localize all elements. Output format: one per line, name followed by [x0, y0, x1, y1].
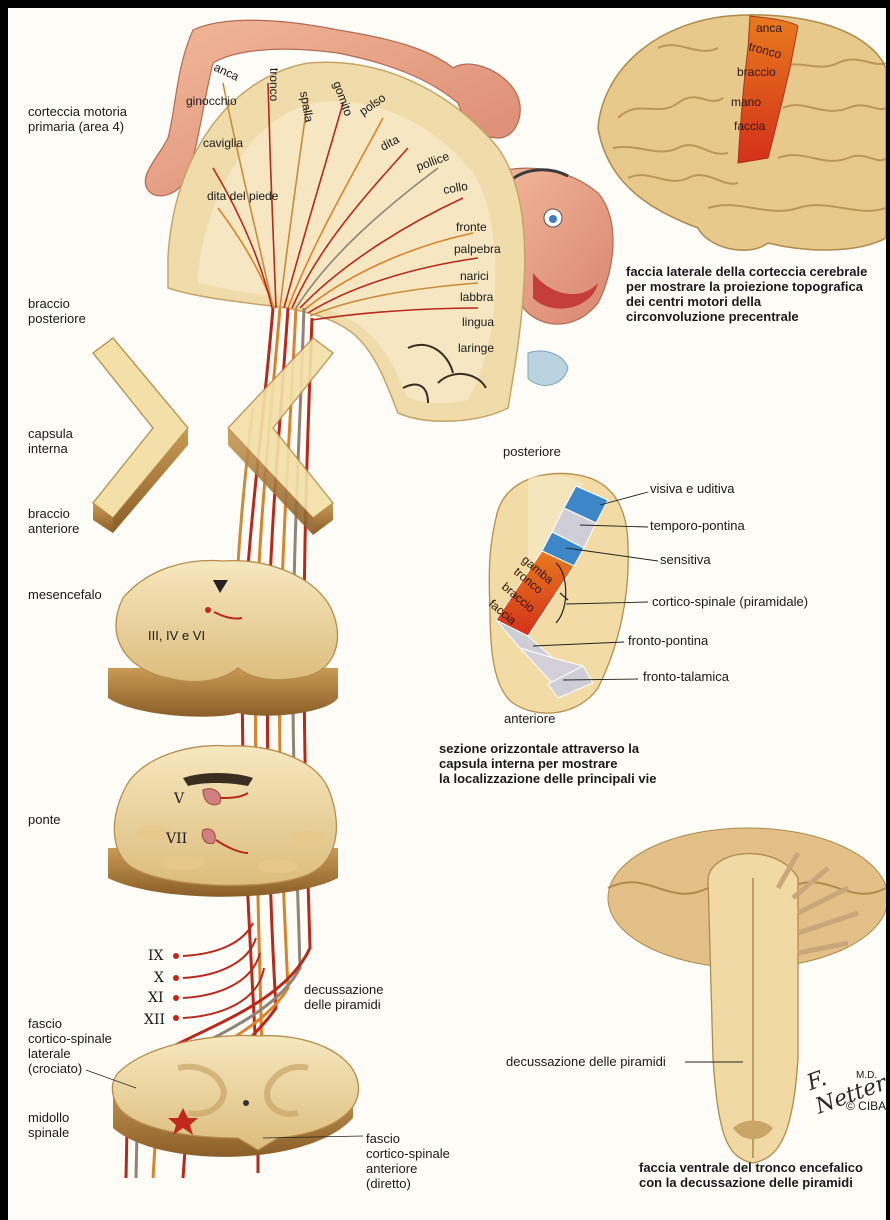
label-dita-piede: dita del piede: [207, 189, 279, 203]
pons-section: [108, 745, 338, 896]
brainstem-caption: faccia ventrale del tronco encefalico co…: [639, 1160, 863, 1190]
label-braccio-anteriore: braccio anteriore: [28, 506, 79, 536]
label-capsula-interna: capsula interna: [28, 426, 73, 456]
brain-label-mano: mano: [731, 95, 761, 109]
illustration-canvas: anca tronco spalla gomito polso ginocchi…: [8, 8, 886, 1220]
label-caviglia: caviglia: [203, 136, 243, 150]
label-fascio-laterale: fascio cortico-spinale laterale (crociat…: [28, 1016, 112, 1076]
cranial-nerve-arrows: [183, 923, 264, 1018]
label-tronco: tronco: [267, 68, 281, 102]
label-fascio-anteriore: fascio cortico-spinale anteriore (dirett…: [366, 1131, 450, 1191]
capsule-label-anteriore: anteriore: [504, 711, 555, 726]
brain-lateral-caption: faccia laterale della corteccia cerebral…: [626, 264, 867, 324]
nucleus-label-x: X: [154, 970, 164, 986]
mesencephalon-section: [108, 560, 338, 716]
pyramidal-tract-illustration: anca tronco spalla gomito polso ginocchi…: [8, 8, 886, 1220]
pathway-temporo-pontina: temporo-pontina: [650, 518, 745, 533]
nucleus-label-xii: XII: [144, 1012, 165, 1028]
brain-label-anca: anca: [756, 21, 782, 35]
label-fronte: fronte: [456, 220, 487, 234]
larynx: [528, 351, 568, 385]
brain-label-faccia: faccia: [734, 119, 766, 133]
spinal-cord-section: [112, 1035, 358, 1156]
signature-copyright: © CIBA: [846, 1099, 886, 1114]
cranial-nerve-nuclei-dots: [173, 953, 179, 1021]
nucleus-label-v: V: [173, 791, 185, 807]
label-corteccia: corteccia motoria primaria (area 4): [28, 104, 127, 134]
label-palpebra: palpebra: [454, 242, 501, 256]
nucleus-label-vii: VII: [165, 831, 187, 847]
label-labbra: labbra: [460, 290, 494, 304]
pathway-fronto-talamica: fronto-talamica: [643, 669, 729, 684]
capsule-caption: sezione orizzontale attraverso la capsul…: [439, 741, 656, 786]
brain-label-braccio: braccio: [737, 65, 776, 79]
homunculus-pupil: [549, 215, 557, 223]
nucleus-label-ix: IX: [148, 948, 164, 964]
internal-capsule-left: [93, 338, 188, 533]
signature-md: M.D.: [856, 1068, 877, 1083]
label-ginocchio: ginocchio: [186, 94, 237, 108]
pathway-cortico-spinale: cortico-spinale (piramidale): [652, 594, 808, 609]
pathway-visiva-uditiva: visiva e uditiva: [650, 481, 735, 496]
label-ponte: ponte: [28, 812, 61, 827]
label-midollo-spinale: midollo spinale: [28, 1110, 69, 1140]
nucleus-label-xi: XI: [148, 990, 164, 1006]
brainstem-label-decussazione: decussazione delle piramidi: [506, 1054, 666, 1069]
nucleus-label-mesencefalo: III, IV e VI: [148, 628, 205, 643]
label-lingua: lingua: [462, 315, 494, 329]
label-mesencefalo: mesencefalo: [28, 587, 102, 602]
label-laringe: laringe: [458, 341, 494, 355]
pathway-fronto-pontina: fronto-pontina: [628, 633, 708, 648]
label-braccio-posteriore: braccio posteriore: [28, 296, 86, 326]
label-decussazione: decussazione delle piramidi: [304, 982, 384, 1012]
label-anca: anca: [212, 60, 242, 84]
label-narici: narici: [460, 269, 489, 283]
ventral-brainstem: [608, 828, 886, 1163]
capsule-label-posteriore: posteriore: [503, 444, 561, 459]
pathway-sensitiva: sensitiva: [660, 552, 711, 567]
